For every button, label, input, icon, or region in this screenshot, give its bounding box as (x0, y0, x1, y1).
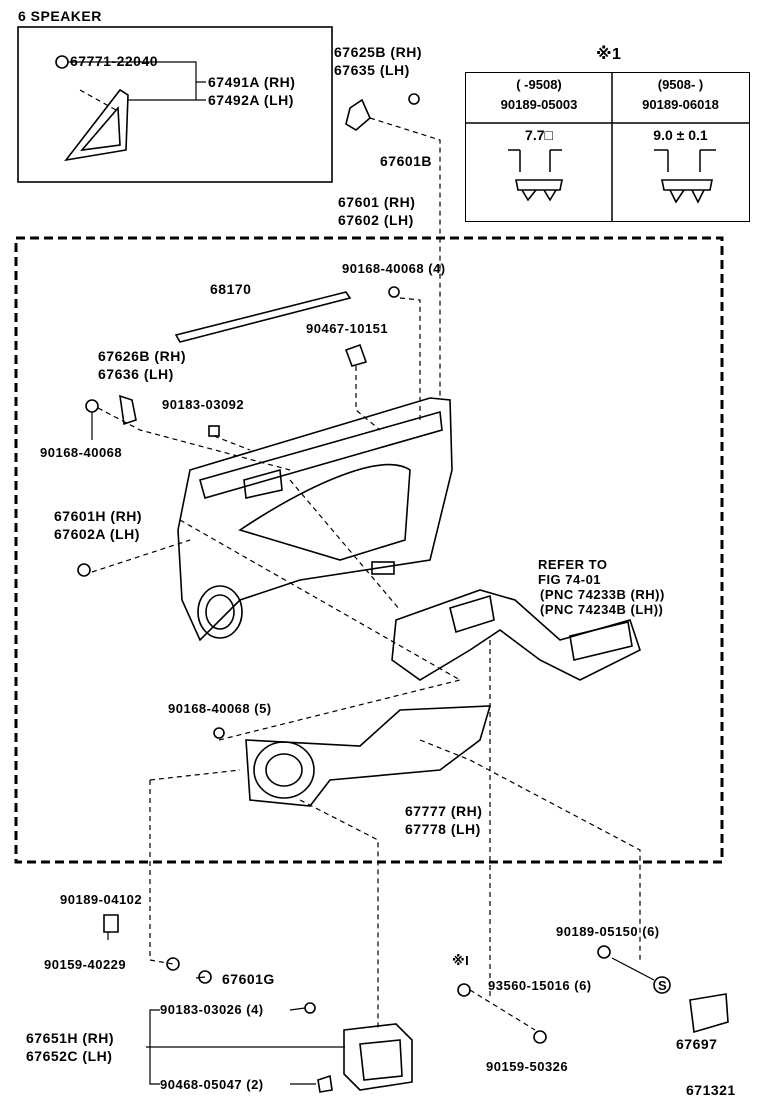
label-90183-03092: 90183-03092 (162, 397, 245, 412)
tweeter-housing (64, 88, 129, 162)
refer-line-3: (PNC 74233B (RH)) (540, 587, 665, 602)
table-title: ※1 (596, 46, 622, 63)
clip-67601b (408, 93, 420, 105)
label-90189-04102: 90189-04102 (60, 892, 143, 907)
label-67697: 67697 (676, 1036, 718, 1052)
label-67601b: 67601B (380, 153, 433, 169)
label-90168: 90168-40068 (40, 445, 123, 460)
label-67492a: 67492A (LH) (208, 92, 294, 108)
label-67778: 67778 (LH) (405, 821, 481, 837)
label-67601h: 67601H (RH) (54, 508, 142, 524)
label-67652c: 67652C (LH) (26, 1048, 113, 1064)
refer-line-4: (PNC 74234B (LH)) (540, 602, 664, 617)
col2-date: (9508- ) (657, 77, 704, 92)
clip-icon (55, 55, 69, 69)
lower-pocket (245, 705, 492, 807)
label-68170: 68170 (210, 281, 252, 297)
col2-dim: 9.0 ± 0.1 (653, 127, 708, 143)
screw-90467 (344, 343, 368, 367)
s-washer-icon (653, 976, 671, 994)
col2-part: 90189-06018 (642, 97, 719, 112)
armrest-base (391, 589, 641, 681)
col1-part: 90189-05003 (500, 97, 578, 112)
label-90467: 90467-10151 (306, 321, 389, 336)
label-67601g: 67601G (222, 971, 275, 987)
label-67601: 67601 (RH) (338, 194, 416, 210)
s-washer-label: S (658, 978, 668, 993)
label-67491a: 67491A (RH) (208, 74, 296, 90)
label-90183-03026: 90183-03026 (4) (160, 1002, 264, 1017)
label-90189-05150: 90189-05150 (6) (556, 924, 660, 939)
label-67651h: 67651H (RH) (26, 1030, 114, 1046)
label-67602: 67602 (LH) (338, 212, 414, 228)
label-90159-40229: 90159-40229 (44, 957, 127, 972)
label-67636: 67636 (LH) (98, 366, 174, 382)
label-90468: 90468-05047 (2) (160, 1077, 264, 1092)
clip-reference-table: ( -9508) (9508- ) 90189-05003 90189-0601… (465, 72, 750, 222)
cap-67697 (689, 993, 729, 1034)
label-67626b: 67626B (RH) (98, 348, 186, 364)
refer-line-1: REFER TO (538, 557, 608, 572)
bracket-67625 (345, 98, 371, 131)
col1-date: ( -9508) (516, 77, 562, 92)
col1-dim: 7.7□ (525, 127, 553, 143)
bracket-67626 (119, 394, 137, 426)
door-trim-panel (177, 397, 453, 642)
speaker-title: 6 SPEAKER (18, 8, 102, 24)
assembly-boundary (14, 236, 724, 864)
label-90159-50326: 90159-50326 (486, 1059, 569, 1074)
refer-line-2: FIG 74-01 (538, 572, 602, 587)
label-67602a: 67602A (LH) (54, 526, 140, 542)
speaker-cover (343, 1023, 413, 1091)
label-star1-small: ※I (452, 953, 470, 968)
label-67635: 67635 (LH) (334, 62, 410, 78)
label-90168-5: 90168-40068 (5) (168, 701, 272, 716)
label-67625b: 67625B (RH) (334, 44, 422, 60)
label-67777: 67777 (RH) (405, 803, 483, 819)
label-90168-4: 90168-40068 (4) (342, 261, 446, 276)
diagram-number: 671321 (686, 1082, 736, 1098)
weatherstrip-68170 (174, 291, 352, 343)
label-67771: 67771-22040 (70, 53, 159, 69)
speaker-inset-box (17, 26, 333, 183)
label-93560: 93560-15016 (6) (488, 978, 592, 993)
